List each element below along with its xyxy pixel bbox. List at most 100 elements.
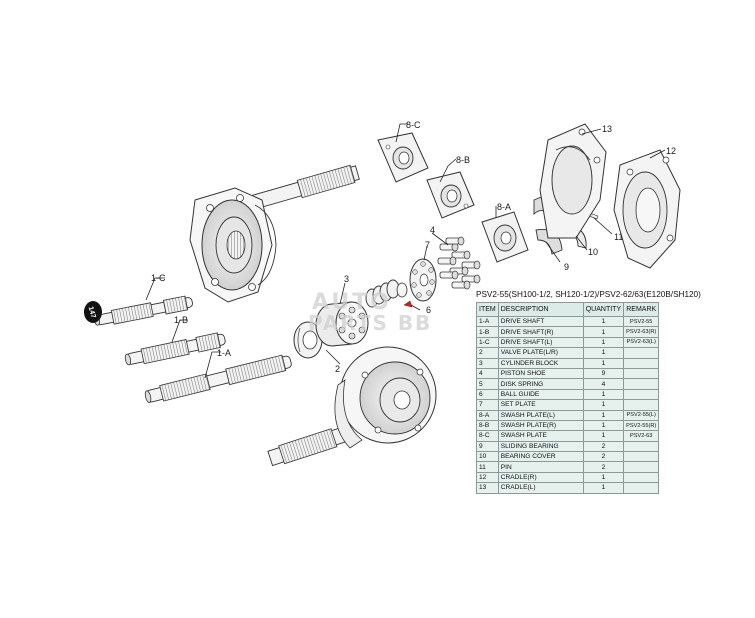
page-badge: 147 (84, 301, 102, 323)
disk-springs-5 (365, 279, 400, 308)
cell-description: DRIVE SHAFT(R) (497, 326, 584, 338)
cell-remark: PSV2-55(L) (623, 409, 660, 421)
cell-description: DRIVE SHAFT(L) (497, 336, 584, 349)
callout-8b: 8-B (456, 155, 470, 165)
cell-quantity: 2 (582, 440, 625, 453)
callout-12: 12 (666, 146, 676, 156)
set-plate-7 (409, 258, 437, 302)
swash-plate-8b (426, 171, 475, 219)
callout-labels: 1-C 1-B 1-A 2 3 4 6 7 8-A 8-B 8-C 9 10 1… (151, 120, 676, 374)
callout-1b: 1-B (174, 315, 188, 325)
cradle-13 (539, 123, 607, 239)
cell-remark (623, 357, 660, 369)
cell-description: BALL GUIDE (497, 388, 584, 401)
callout-10: 10 (588, 247, 598, 257)
cell-item: 11 (476, 461, 499, 473)
callout-13: 13 (602, 124, 612, 134)
cell-description: DISK SPRING (497, 378, 584, 390)
table-header-row: ITEM DESCRIPTION QUANTITY REMARK (476, 302, 660, 317)
cell-remark (623, 440, 660, 453)
callout-7: 7 (425, 240, 430, 250)
cell-quantity: 1 (582, 388, 625, 401)
callout-11: 11 (614, 232, 623, 242)
cell-description: SWASH PLATE(L) (497, 409, 584, 421)
header-description: DESCRIPTION (497, 302, 584, 317)
cell-remark (623, 461, 660, 473)
cell-item: 8-C (476, 430, 499, 442)
cell-remark (623, 367, 660, 380)
piston-shoes-4 (437, 236, 481, 290)
cell-quantity: 1 (582, 482, 625, 494)
header-item: ITEM (476, 302, 499, 317)
cell-remark (623, 399, 660, 411)
leader-lines (145, 123, 666, 379)
callout-9: 9 (564, 262, 569, 272)
cell-remark: PSV2-63 (623, 430, 660, 442)
callout-6: 6 (426, 305, 431, 315)
cylinder-block-3 (315, 301, 369, 347)
cell-remark (623, 471, 660, 484)
cell-quantity: 1 (582, 315, 625, 328)
cell-quantity: 1 (582, 357, 625, 369)
cell-quantity: 2 (582, 461, 625, 473)
watermark: AUTO PARTS BB (308, 290, 430, 335)
cell-quantity: 1 (582, 409, 625, 421)
cell-description: PIN (497, 461, 584, 473)
cell-quantity: 1 (582, 399, 625, 411)
drive-shaft-1b (124, 332, 226, 366)
cell-description: VALVE PLATE(L/R) (497, 347, 584, 359)
header-remark: REMARK (623, 302, 660, 317)
callout-4: 4 (430, 225, 435, 235)
lower-housing-assembly (267, 346, 437, 467)
drive-shaft-1a (144, 354, 292, 403)
callout-1c: 1-C (151, 273, 166, 283)
cell-item: 7 (476, 399, 499, 411)
cell-quantity: 2 (582, 451, 625, 463)
cell-quantity: 1 (582, 471, 625, 484)
watermark-line1: AUTO (312, 290, 392, 315)
cell-description: CRADLE(L) (497, 482, 584, 494)
cell-remark (623, 378, 660, 390)
callout-8c: 8-C (406, 120, 421, 130)
cell-remark: PSV2-63(R) (623, 326, 660, 338)
cell-remark (623, 388, 660, 401)
cell-quantity: 1 (582, 347, 625, 359)
cell-item: 2 (476, 347, 499, 359)
cell-description: DRIVE SHAFT (497, 315, 584, 328)
table-title: PSV2-55(SH100-1/2, SH120-1/2)/PSV2-62/63… (476, 290, 701, 299)
cell-quantity: 1 (582, 430, 625, 442)
cell-item: 10 (476, 451, 499, 463)
cell-description: SWASH PLATE(R) (497, 419, 584, 432)
cell-item: 1-C (476, 336, 499, 349)
page-badge-number: 147 (87, 306, 97, 319)
cell-description: SLIDING BEARING (497, 440, 584, 453)
cell-description: CYLINDER BLOCK (497, 357, 584, 369)
cell-item: 1-B (476, 326, 499, 338)
cell-remark (623, 347, 660, 359)
valve-plate-2 (293, 321, 323, 359)
cell-item: 9 (476, 440, 499, 453)
cell-remark: PSV2-63(L) (623, 336, 660, 349)
cell-description: PISTON SHOE (497, 367, 584, 380)
callout-2: 2 (335, 364, 340, 374)
cell-item: 5 (476, 378, 499, 390)
drive-shaft-1c (93, 295, 193, 326)
cradle-12 (613, 149, 681, 269)
cell-item: 12 (476, 471, 499, 484)
cell-item: 4 (476, 367, 499, 380)
cell-quantity: 4 (582, 378, 625, 390)
cell-item: 1-A (476, 315, 499, 328)
cell-quantity: 1 (582, 326, 625, 338)
